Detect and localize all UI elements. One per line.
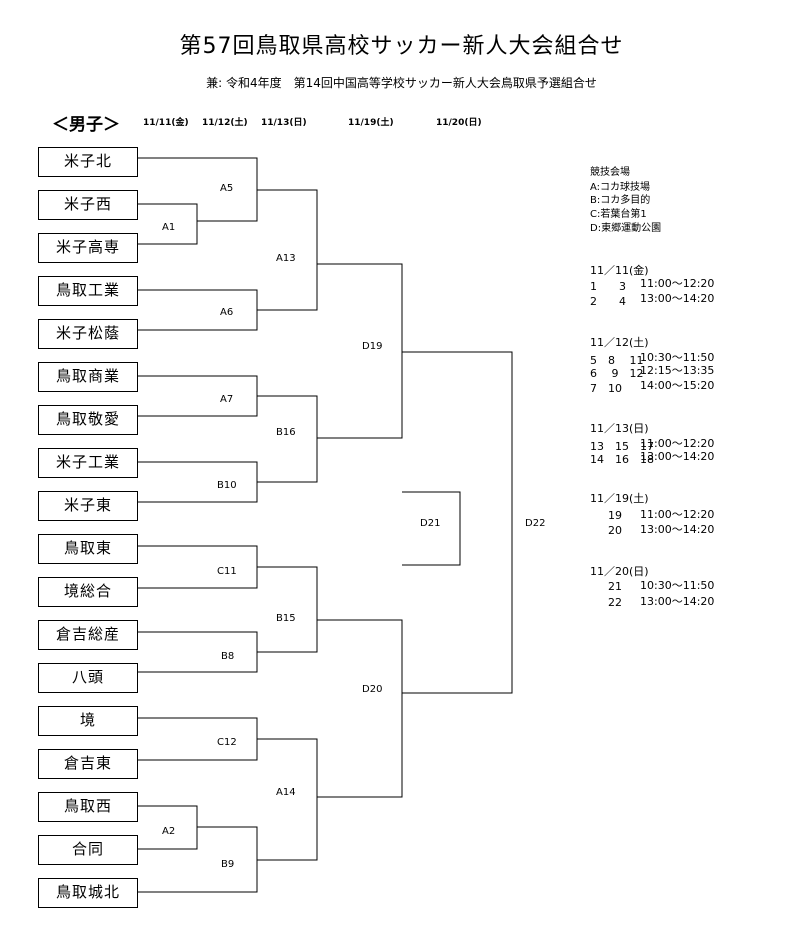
bracket-line-a14	[257, 738, 318, 861]
venue-a: A:コカ球技場	[590, 182, 651, 193]
round-date-3: 11/13(日)	[261, 118, 307, 128]
match-label-b9: B9	[221, 859, 235, 870]
schedule-time: 14:00～15:20	[640, 379, 715, 392]
team-tottori-higashi: 鳥取東	[38, 534, 138, 564]
page-title: 第57回鳥取県高校サッカー新人大会組合せ	[179, 34, 624, 59]
match-label-b10: B10	[217, 480, 237, 491]
schedule-games: 21	[608, 580, 622, 593]
team-tottori-nishi: 鳥取西	[38, 792, 138, 822]
schedule-time: 13:00～14:20	[640, 450, 715, 463]
venue-d: D:東郷運動公園	[590, 223, 662, 234]
match-label-d21: D21	[420, 518, 441, 529]
bracket-line-d19	[317, 263, 403, 439]
match-label-d22: D22	[525, 518, 546, 529]
match-label-c11: C11	[217, 566, 237, 577]
bracket-line-c11	[138, 545, 258, 589]
schedule-time: 11:00～12:20	[640, 437, 715, 450]
team-yonago-kita: 米子北	[38, 147, 138, 177]
round-date-2: 11/12(土)	[202, 118, 248, 128]
team-sakai: 境	[38, 706, 138, 736]
match-label-b16: B16	[276, 427, 296, 438]
bracket-line-b15	[257, 566, 318, 653]
schedule-time: 11:00～12:20	[640, 277, 715, 290]
match-label-a1: A1	[162, 222, 176, 233]
venue-c: C:若葉台第1	[590, 209, 647, 220]
match-label-b8: B8	[221, 651, 235, 662]
team-kurayoshi-higashi: 倉吉東	[38, 749, 138, 779]
match-label-a14: A14	[276, 787, 296, 798]
venue-b: B:コカ多目的	[590, 195, 651, 206]
schedule-time: 13:00～14:20	[640, 292, 715, 305]
schedule-games: 7 10	[590, 382, 622, 395]
team-yonago-kogyo: 米子工業	[38, 448, 138, 478]
schedule-games: 2 4	[590, 295, 626, 308]
schedule-time: 10:30～11:50	[640, 579, 715, 592]
schedule-date-1112: 11／12(土)	[590, 336, 649, 349]
team-yonago-nishi: 米子西	[38, 190, 138, 220]
bracket-line-b10	[138, 461, 258, 503]
team-yonago-higashi: 米子東	[38, 491, 138, 521]
match-label-c12: C12	[217, 737, 237, 748]
bracket-line-d20	[317, 619, 403, 798]
team-godo: 合同	[38, 835, 138, 865]
team-yonago-shoin: 米子松蔭	[38, 319, 138, 349]
team-yonago-kosen: 米子高専	[38, 233, 138, 263]
schedule-games: 5 8 11	[590, 354, 644, 367]
bracket-line-c12	[138, 717, 258, 761]
bracket-line-b16	[257, 395, 318, 483]
schedule-time: 13:00～14:20	[640, 523, 715, 536]
schedule-date-1120: 11／20(日)	[590, 565, 649, 578]
team-tottori-kogyo: 鳥取工業	[38, 276, 138, 306]
bracket-line-a7	[138, 375, 258, 417]
match-label-a7: A7	[220, 394, 234, 405]
page-subtitle: 兼: 令和4年度 第14回中国高等学校サッカー新人大会鳥取県予選組合せ	[206, 76, 597, 90]
schedule-games: 20	[608, 524, 622, 537]
match-label-b15: B15	[276, 613, 296, 624]
match-label-a2: A2	[162, 826, 176, 837]
team-tottori-shogyo: 鳥取商業	[38, 362, 138, 392]
schedule-time: 12:15～13:35	[640, 364, 715, 377]
bracket-line-d21	[402, 491, 461, 566]
round-date-4: 11/19(土)	[348, 118, 394, 128]
team-sakai-sogo: 境総合	[38, 577, 138, 607]
division-label: ＜男子＞	[52, 115, 120, 135]
team-tottori-keiai: 鳥取敬愛	[38, 405, 138, 435]
schedule-games: 1 3	[590, 280, 626, 293]
venues-heading: 競技会場	[590, 167, 630, 178]
schedule-games: 13 15 17	[590, 440, 654, 453]
bracket-line-a1	[138, 203, 198, 245]
schedule-games: 6 9 12	[590, 367, 644, 380]
schedule-time: 13:00～14:20	[640, 595, 715, 608]
round-date-1: 11/11(金)	[143, 118, 189, 128]
schedule-games: 22	[608, 596, 622, 609]
bracket-line-b8	[138, 631, 258, 673]
team-yazu: 八頭	[38, 663, 138, 693]
schedule-games: 19	[608, 509, 622, 522]
schedule-games: 14 16 18	[590, 453, 654, 466]
schedule-date-1113: 11／13(日)	[590, 422, 649, 435]
match-label-a6: A6	[220, 307, 234, 318]
bracket-line-a13	[257, 189, 318, 311]
match-label-a5: A5	[220, 183, 234, 194]
team-kurayoshi-sosan: 倉吉総産	[38, 620, 138, 650]
round-date-5: 11/20(日)	[436, 118, 482, 128]
schedule-date-1119: 11／19(土)	[590, 492, 649, 505]
schedule-time: 10:30～11:50	[640, 351, 715, 364]
match-label-d19: D19	[362, 341, 383, 352]
match-label-d20: D20	[362, 684, 383, 695]
team-tottori-johoku: 鳥取城北	[38, 878, 138, 908]
bracket-line-d22	[402, 351, 513, 694]
bracket-line-a6	[138, 289, 258, 331]
match-label-a13: A13	[276, 253, 296, 264]
schedule-date-1111: 11／11(金)	[590, 264, 649, 277]
schedule-time: 11:00～12:20	[640, 508, 715, 521]
